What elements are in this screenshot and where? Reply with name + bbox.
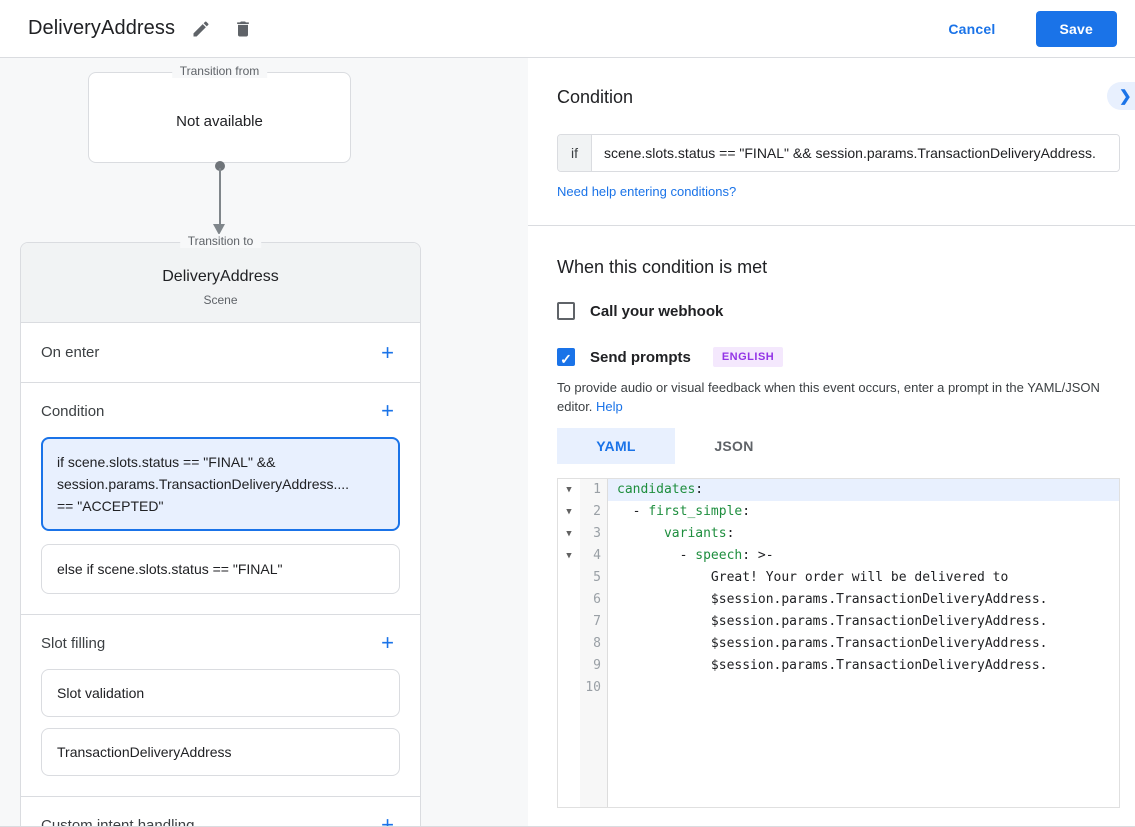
trash-icon bbox=[233, 19, 253, 39]
code-text: variants: bbox=[663, 526, 735, 541]
code-line[interactable]: ▼ 3 variants: bbox=[558, 523, 1119, 545]
webhook-row: Call your webhook bbox=[557, 302, 1120, 320]
prompt-description-text: To provide audio or visual feedback when… bbox=[557, 380, 1100, 414]
transition-arrow bbox=[212, 158, 227, 238]
add-condition-button[interactable]: + bbox=[375, 399, 400, 423]
scene-name: DeliveryAddress bbox=[162, 268, 279, 285]
code-text: $session.params.TransactionDeliveryAddre… bbox=[617, 592, 1048, 607]
code-text: $session.params.TransactionDeliveryAddre… bbox=[617, 636, 1048, 651]
code-line[interactable]: 10 bbox=[558, 677, 1119, 699]
condition-card[interactable]: else if scene.slots.status == "FINAL" bbox=[41, 544, 400, 594]
code-line[interactable]: 9 $session.params.TransactionDeliveryAdd… bbox=[558, 655, 1119, 677]
check-icon: ✓ bbox=[560, 351, 572, 367]
code-line[interactable]: ▼ 1 candidates: bbox=[558, 479, 1119, 501]
cancel-button[interactable]: Cancel bbox=[932, 13, 1011, 45]
yaml-editor[interactable]: ▼ 1 candidates: ▼ 2 - first_simple: ▼ 3 … bbox=[557, 478, 1120, 808]
add-custom-intent-button[interactable]: + bbox=[375, 813, 400, 827]
line-number: 3 bbox=[580, 523, 608, 545]
on-enter-title: On enter bbox=[41, 344, 100, 361]
line-number: 1 bbox=[580, 479, 608, 501]
scene-header: DeliveryAddress Scene bbox=[21, 243, 420, 323]
fold-toggle-icon[interactable]: ▼ bbox=[558, 501, 580, 523]
code-text: $session.params.TransactionDeliveryAddre… bbox=[617, 658, 1048, 673]
custom-intent-title: Custom intent handling bbox=[41, 816, 195, 827]
code-text: - first_simple: bbox=[617, 504, 751, 519]
code-text: candidates: bbox=[608, 479, 1119, 501]
section-divider bbox=[528, 225, 1135, 226]
line-number: 6 bbox=[580, 589, 608, 611]
pencil-icon bbox=[191, 19, 211, 39]
header: DeliveryAddress Cancel Save bbox=[0, 0, 1135, 58]
transition-from-label: Transition from bbox=[171, 64, 268, 78]
editor-tabs: YAML JSON bbox=[557, 428, 1120, 464]
prompt-help-link[interactable]: Help bbox=[596, 399, 623, 414]
code-line[interactable]: ▼ 4 - speech: >- bbox=[558, 545, 1119, 567]
locale-badge: ENGLISH bbox=[712, 347, 784, 367]
fold-toggle-icon[interactable]: ▼ bbox=[558, 479, 580, 501]
send-prompts-row: ✓ Send prompts ENGLISH bbox=[557, 347, 1120, 367]
condition-section-title: Condition bbox=[41, 402, 105, 420]
flow-panel: Transition from Not available Transition… bbox=[0, 58, 528, 826]
slot-card[interactable]: TransactionDeliveryAddress bbox=[41, 728, 400, 776]
editor-empty-area[interactable] bbox=[558, 699, 1119, 807]
line-number: 8 bbox=[580, 633, 608, 655]
detail-panel: Condition ❯ if Need help entering condit… bbox=[528, 58, 1135, 826]
code-line[interactable]: ▼ 2 - first_simple: bbox=[558, 501, 1119, 523]
line-number: 4 bbox=[580, 545, 608, 567]
slot-filling-section: Slot filling + Slot validation Transacti… bbox=[21, 614, 420, 796]
code-line[interactable]: 7 $session.params.TransactionDeliveryAdd… bbox=[558, 611, 1119, 633]
line-number: 9 bbox=[580, 655, 608, 677]
custom-intent-section: Custom intent handling + bbox=[21, 796, 420, 826]
transition-to-card: Transition to DeliveryAddress Scene On e… bbox=[20, 234, 421, 826]
code-text bbox=[608, 677, 1119, 699]
condition-expression-input[interactable] bbox=[592, 135, 1119, 171]
transition-from-value: Not available bbox=[176, 113, 263, 130]
collapse-panel-button[interactable]: ❯ bbox=[1107, 82, 1135, 110]
slot-filling-title: Slot filling bbox=[41, 634, 106, 652]
code-line[interactable]: 6 $session.params.TransactionDeliveryAdd… bbox=[558, 589, 1119, 611]
line-number: 10 bbox=[580, 677, 608, 699]
line-number: 5 bbox=[580, 567, 608, 589]
transition-to-label: Transition to bbox=[179, 234, 262, 248]
webhook-label: Call your webhook bbox=[590, 302, 724, 320]
condition-section: Condition + if scene.slots.status == "FI… bbox=[21, 382, 420, 614]
scene-type: Scene bbox=[203, 293, 238, 307]
prompt-description: To provide audio or visual feedback when… bbox=[557, 378, 1120, 416]
on-enter-row: On enter + bbox=[21, 323, 420, 382]
tab-json[interactable]: JSON bbox=[675, 428, 793, 464]
code-line[interactable]: 8 $session.params.TransactionDeliveryAdd… bbox=[558, 633, 1119, 655]
condition-expression-field: if bbox=[557, 134, 1120, 172]
condition-heading-row: Condition ❯ bbox=[557, 82, 1135, 110]
if-prefix-label: if bbox=[558, 135, 592, 171]
delete-scene-button[interactable] bbox=[227, 13, 259, 45]
page-title: DeliveryAddress bbox=[28, 17, 176, 39]
chevron-right-icon: ❯ bbox=[1119, 88, 1132, 105]
code-text: $session.params.TransactionDeliveryAddre… bbox=[617, 614, 1048, 629]
code-text: Great! Your order will be delivered to bbox=[617, 570, 1009, 585]
slot-validation-card[interactable]: Slot validation bbox=[41, 669, 400, 717]
tab-yaml[interactable]: YAML bbox=[557, 428, 675, 464]
transition-from-box: Transition from Not available bbox=[88, 64, 351, 163]
edit-scene-button[interactable] bbox=[185, 13, 217, 45]
line-number: 7 bbox=[580, 611, 608, 633]
main-content: Transition from Not available Transition… bbox=[0, 58, 1135, 827]
save-button[interactable]: Save bbox=[1035, 10, 1117, 47]
line-number: 2 bbox=[580, 501, 608, 523]
add-on-enter-button[interactable]: + bbox=[375, 341, 400, 365]
condition-help-link[interactable]: Need help entering conditions? bbox=[557, 184, 737, 199]
handler-panel-title: When this condition is met bbox=[557, 257, 768, 277]
condition-card-selected[interactable]: if scene.slots.status == "FINAL" && sess… bbox=[41, 437, 400, 531]
code-text: - speech: >- bbox=[617, 548, 774, 563]
webhook-checkbox[interactable] bbox=[557, 302, 575, 320]
condition-panel-title: Condition bbox=[557, 86, 634, 107]
code-line[interactable]: 5 Great! Your order will be delivered to bbox=[558, 567, 1119, 589]
send-prompts-checkbox[interactable]: ✓ bbox=[557, 348, 575, 367]
add-slot-button[interactable]: + bbox=[375, 631, 400, 655]
send-prompts-label: Send prompts bbox=[590, 348, 691, 366]
fold-toggle-icon[interactable]: ▼ bbox=[558, 523, 580, 545]
fold-toggle-icon[interactable]: ▼ bbox=[558, 545, 580, 567]
